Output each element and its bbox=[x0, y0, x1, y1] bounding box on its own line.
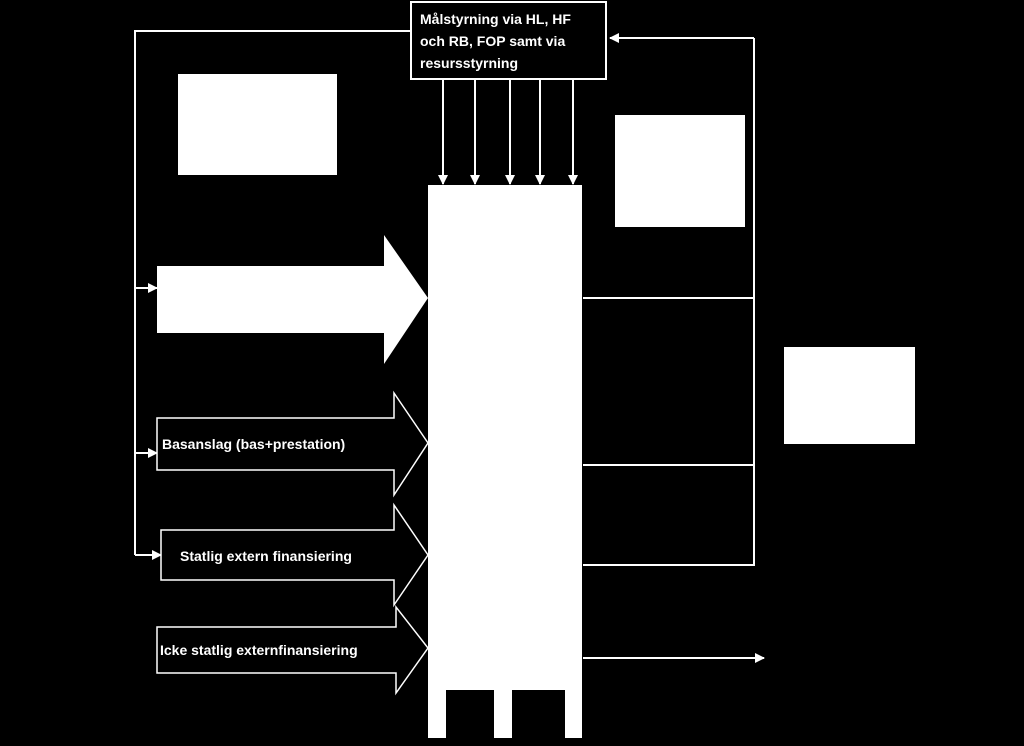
placeholder-box-right bbox=[784, 347, 915, 444]
steering-line-2: och RB, FOP samt via bbox=[420, 33, 565, 49]
icke-statlig-arrow bbox=[156, 604, 429, 696]
steering-line-1: Målstyrning via HL, HF bbox=[420, 11, 571, 27]
placeholder-box-upper-left bbox=[178, 74, 337, 175]
placeholder-box-upper-right bbox=[615, 115, 745, 227]
basanslag-label: Basanslag (bas+prestation) bbox=[162, 436, 345, 452]
steering-box bbox=[410, 1, 607, 80]
main-funding-arrow bbox=[157, 235, 428, 364]
basanslag-arrow bbox=[156, 390, 429, 498]
icke-statlig-label: Icke statlig externfinansiering bbox=[160, 642, 358, 658]
central-organisation-block bbox=[428, 185, 582, 738]
steering-line-3: resursstyrning bbox=[420, 55, 518, 71]
left-feedback-line bbox=[134, 30, 411, 560]
statlig-arrow bbox=[160, 502, 429, 608]
statlig-label: Statlig extern finansiering bbox=[180, 548, 352, 564]
right-feedback-line bbox=[583, 33, 755, 566]
steering-down-arrows bbox=[438, 80, 578, 185]
